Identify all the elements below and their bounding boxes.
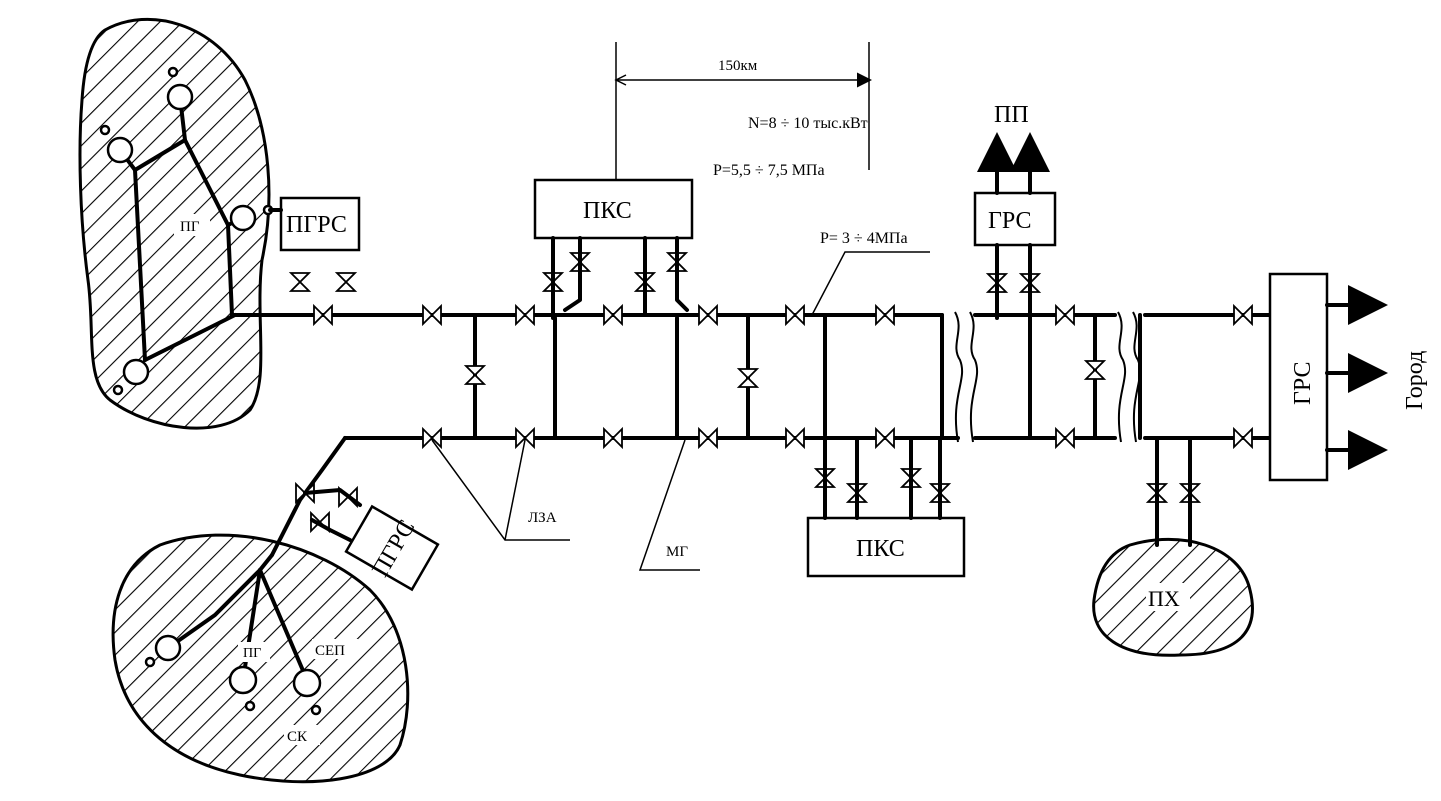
valve-icon [334,272,358,292]
valve-icon [515,303,535,327]
ppgrs-bottom-group: ПГРС [344,504,440,592]
valve-icon [875,426,895,450]
grs-city-label: ГРС [1290,361,1316,405]
valve-icon [1055,303,1075,327]
valve-icon [288,272,312,292]
well-icon [154,634,182,662]
grs-city-box [1268,272,1329,482]
pks-top-box [533,178,694,240]
field-bottom-label: ПГ [243,646,261,661]
well-icon [106,136,134,164]
valve-icon [1233,303,1253,327]
valve-icon [313,303,333,327]
valve-icon [736,368,760,388]
grs-top-label: ГРС [988,208,1032,234]
pks-top-label: ПКС [583,198,632,224]
valves [288,252,1253,534]
well-icon [292,668,322,698]
valve-icon [785,426,805,450]
valve-icon [422,426,442,450]
pressure-line-label: P= 3 ÷ 4МПа [820,230,908,247]
power-label: N=8 ÷ 10 тыс.кВт [748,115,868,132]
pks-bottom-label: ПКС [856,536,905,562]
pressure-compressor-label: P=5,5 ÷ 7,5 МПа [713,162,825,179]
well-icon [229,204,257,232]
well-icon [166,83,194,111]
valve-icon [1083,360,1107,380]
valve-icon [603,303,623,327]
well-icon [122,358,150,386]
valve-icon [1055,426,1075,450]
ppgrs-top-box [279,196,361,252]
valve-icon [515,426,535,450]
valve-icon [1233,426,1253,450]
valve-icon [785,303,805,327]
valve-icon [875,303,895,327]
valve-icon [603,426,623,450]
city-label: Город [1402,351,1428,410]
pks-bottom-box [806,516,966,578]
distance-label: 150км [718,58,758,74]
jumpers [473,313,1142,440]
pp-label: ПП [994,102,1029,128]
ppgrs-top-label: ПГРС [286,212,347,238]
field-top-wells [99,66,274,396]
field-top-label: ПГ [180,219,200,235]
valve-icon [698,426,718,450]
storage-label: ПХ [1148,586,1180,611]
sk-label: СК [287,729,308,745]
valve-icon [698,303,718,327]
valve-icon [422,303,442,327]
lza-label: ЛЗА [528,510,557,526]
grs-top-box [973,191,1057,247]
valve-icon [463,365,487,385]
mg-label: МГ [666,544,688,560]
sep-label: СЕП [315,643,345,659]
well-icon [228,665,258,695]
